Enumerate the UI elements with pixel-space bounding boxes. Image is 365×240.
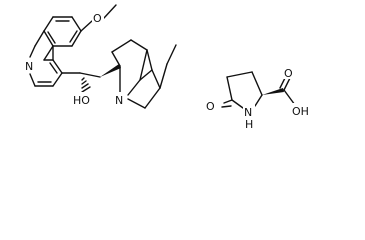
label-mask [72,92,92,106]
bond [80,20,93,32]
atom-ring-nitrogen: N [244,106,252,119]
bond [81,86,91,93]
wedge-bond [100,64,121,77]
molecule-1-bonds [29,4,177,109]
bond [251,71,263,96]
molecule-1-labels: O N HO N [24,12,126,107]
bond [139,69,153,81]
bond [111,51,121,67]
bond [127,98,146,109]
bond [221,105,232,108]
bond [226,71,253,78]
bond [81,80,87,85]
bond [69,30,78,43]
atom-acid-hydroxyl: OH [292,105,309,118]
bond [49,62,58,74]
label-mask [205,98,218,112]
label-mask [283,65,295,79]
atom-quinoline-nitrogen: N [25,60,33,73]
bond [43,30,54,47]
bond [29,73,36,87]
bond [52,59,63,74]
bond [79,72,101,78]
bond [223,99,233,104]
molecule-2-labels: O N H O OH [205,65,313,131]
bond [139,49,148,81]
bond [103,4,117,19]
structure-canvas: O N HO N O N H O OH [24,4,313,131]
label-mask [291,103,313,117]
atom-methoxy-oxygen: O [93,12,102,25]
atom-ring-nitrogen-hydrogen: H [245,118,253,131]
atom-bridgehead-nitrogen: N [115,94,123,107]
molecule-2-bonds [221,71,296,109]
label-mask [114,92,126,106]
bond [81,83,89,89]
bond [43,45,54,61]
bond [52,72,63,87]
bond [71,16,82,32]
atom-acid-carbonyl-oxygen: O [284,67,293,80]
wedge-bond [262,88,284,95]
label-mask [24,58,36,72]
chemical-structure-diagram: O N HO N O N H O OH [24,4,313,131]
label-mask [92,12,104,24]
bond [146,49,153,71]
bond [127,79,141,96]
bond [166,44,177,65]
bond [81,77,85,81]
atom-carbonyl-oxygen: O [206,100,215,113]
atom-hydroxyl: HO [73,94,90,107]
bond [47,31,56,44]
bond [130,39,148,51]
bond [226,76,233,101]
bond [151,69,161,89]
bond [283,89,296,106]
bond [144,87,161,109]
bond [111,39,132,53]
bond [43,16,54,32]
bond [254,94,263,107]
bond [34,30,45,47]
bond [231,99,244,109]
bond [283,77,291,91]
bond [159,63,168,89]
bond [71,30,82,47]
label-mask [243,104,255,118]
bond [29,45,36,58]
